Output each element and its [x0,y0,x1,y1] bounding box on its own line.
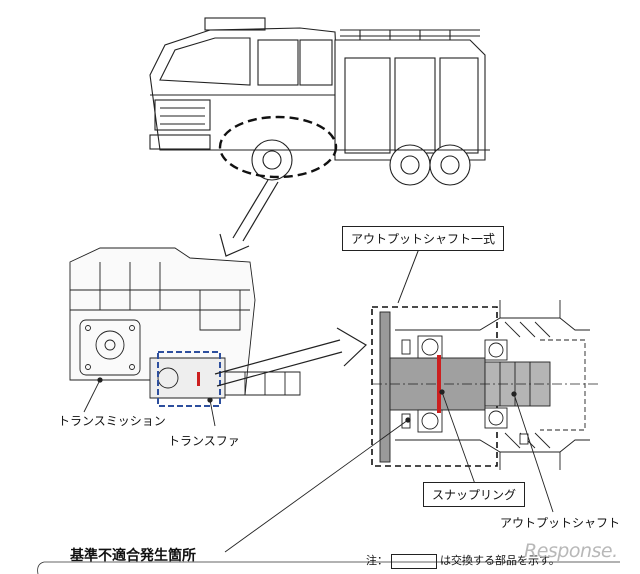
label-transfer: トランスファ [168,434,240,448]
transmission-illustration [69,247,301,399]
detail-arrow [214,327,367,387]
snap-ring-red [437,355,441,413]
label-output-shaft-assembly: アウトプットシャフト一式 [342,226,505,251]
cross-section-illustration [372,300,600,470]
fire-truck-illustration [149,17,490,186]
label-snap-ring: スナップリング [423,482,526,507]
bottom-bracket [37,561,620,574]
note-prefix: 注： [366,554,388,567]
label-nonconformity-location: 基準不適合発生箇所 [70,548,196,564]
note-legend-box [391,553,437,569]
transmission-leaders [83,377,216,427]
red-highlight-mark [197,372,200,386]
detail-leaders [224,389,554,553]
transfer-highlight-box [157,351,221,407]
label-transmission: トランスミッション [58,414,166,428]
label-output-shaft: アウトプットシャフト [500,516,621,530]
replacement-note: 注： は交換する部品を示す。 [366,552,560,569]
watermark-logo: Response. [524,540,618,562]
highlight-oval [218,115,338,179]
down-arrow [219,179,279,257]
note-suffix: は交換する部品を示す。 [440,554,560,567]
box-label-leader [397,245,421,304]
